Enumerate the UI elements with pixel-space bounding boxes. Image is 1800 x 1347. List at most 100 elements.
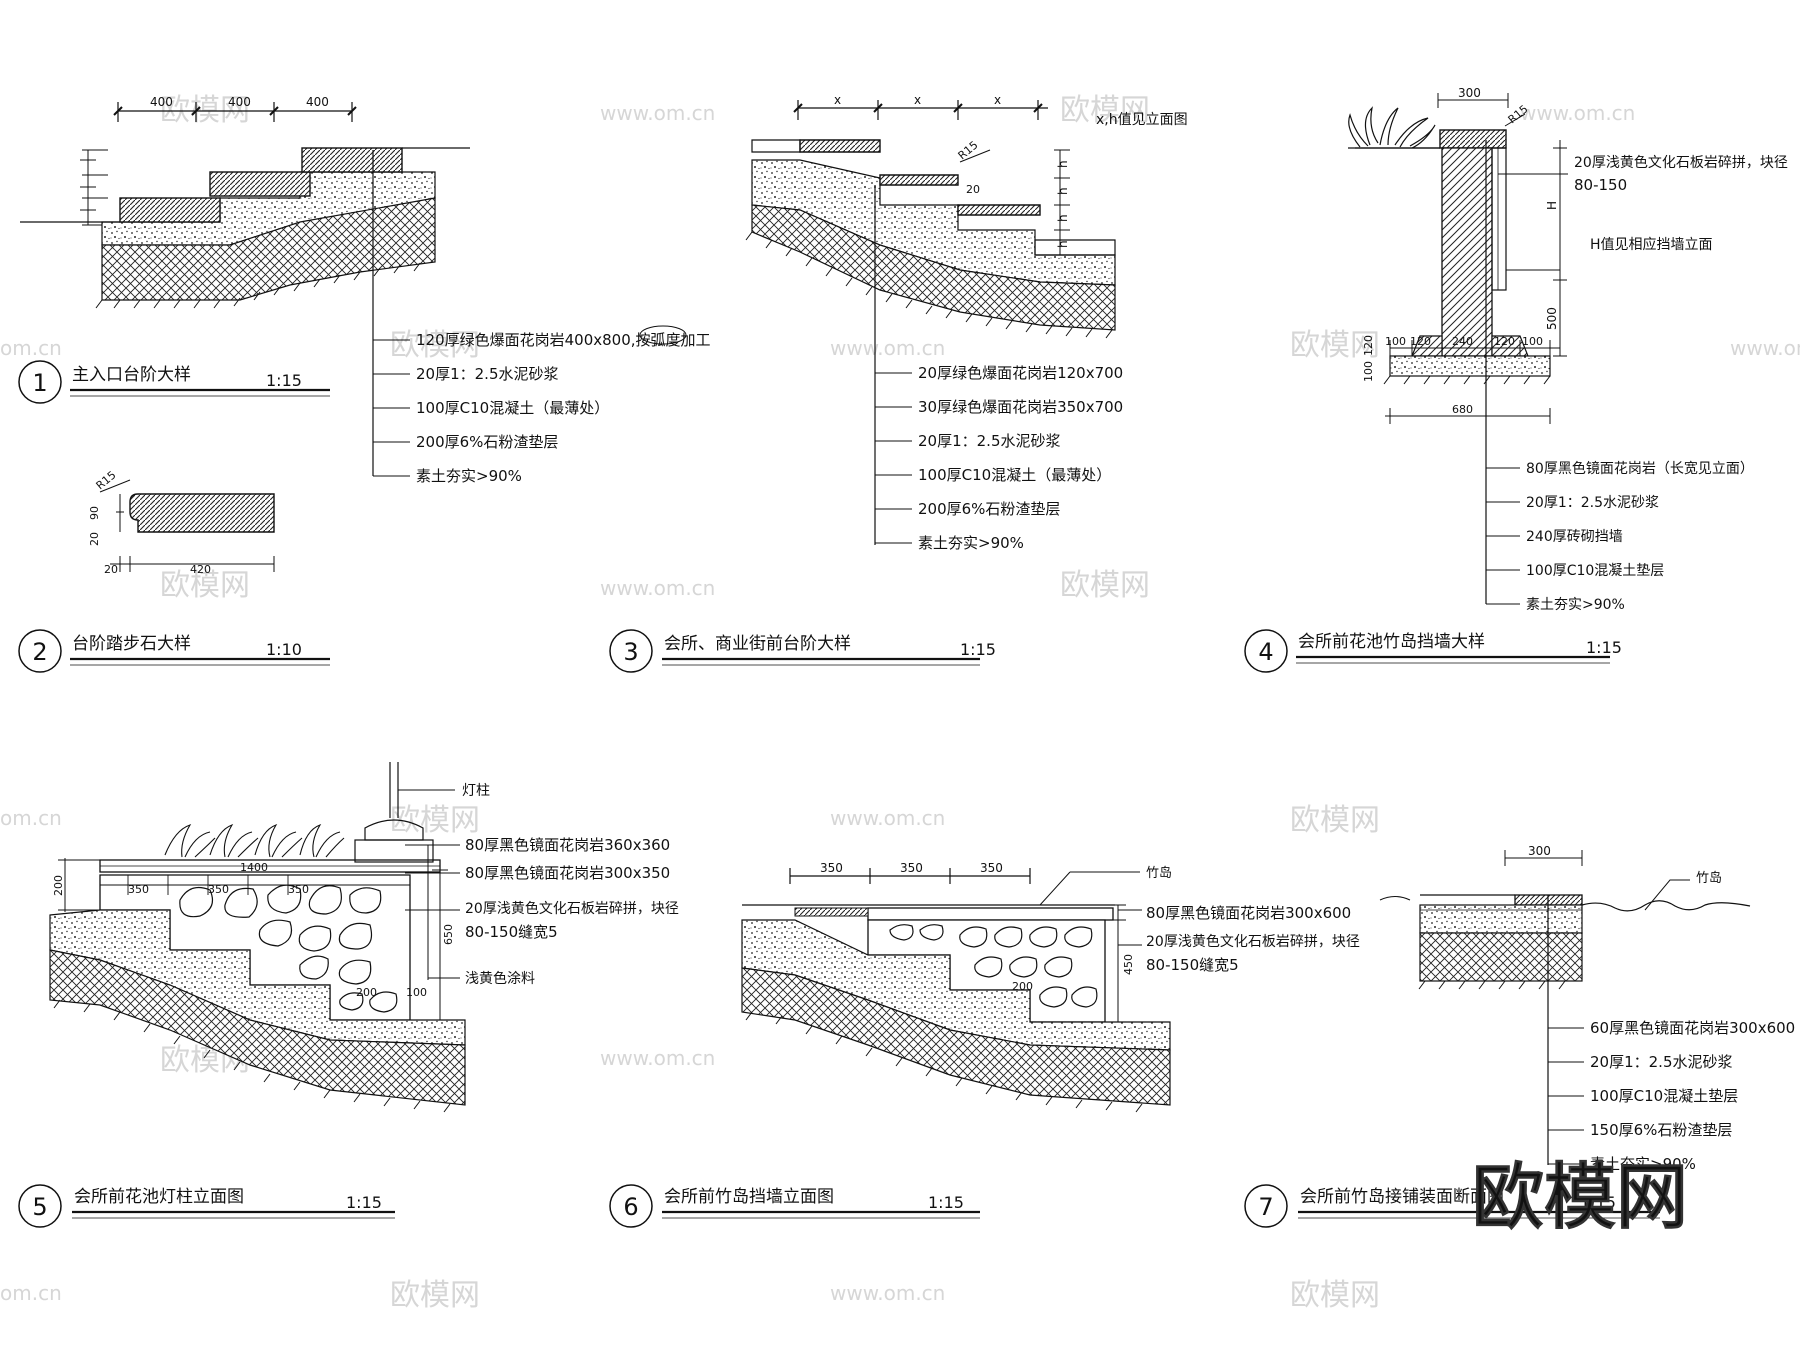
layer-note: H值见相应挡墙立面 [1590, 236, 1713, 253]
layer-note: 80-150 [1574, 176, 1627, 194]
detail-scale: 1:15 [1580, 1193, 1616, 1212]
detail-2: R15 90 20 20 420 2 台阶踏步石大样 1:10 [18, 468, 330, 673]
detail-title: 会所前花池竹岛挡墙大样 [1298, 632, 1485, 652]
dim-label: 120 [1410, 335, 1431, 348]
layer-note: 60厚黑色镜面花岗岩300x600 [1590, 1019, 1795, 1037]
watermark-brand: 欧模网 [1060, 93, 1150, 128]
dim-label: 350 [288, 883, 309, 896]
dim-label: 20 [104, 563, 118, 576]
detail-scale: 1:15 [1586, 638, 1622, 657]
layer-note: 素土夯实>90% [918, 534, 1024, 552]
dim-label: x [914, 93, 921, 107]
watermark-url: www.om.cn [1730, 336, 1800, 360]
layer-note: 100厚C10混凝土垫层 [1590, 1087, 1738, 1105]
dim-label: 400 [228, 95, 251, 109]
layer-note: 100厚C10混凝土（最薄处） [918, 466, 1111, 484]
dim-label: 100 [1385, 335, 1406, 348]
watermark-brand: 欧模网 [390, 328, 480, 363]
detail-number: 3 [623, 638, 638, 666]
layer-note: 80厚黑色镜面花岗岩360x360 [465, 836, 670, 854]
layer-note: 20厚1：2.5水泥砂浆 [1526, 495, 1659, 511]
lamp-post-icon [364, 819, 424, 841]
dim-label: 240 [1452, 335, 1473, 348]
watermark-brand: 欧模网 [1290, 803, 1380, 838]
layer-note: 120厚绿色爆面花岗岩400x800,按弧度加工 [416, 331, 711, 349]
layer-note: 素土夯实>90% [416, 467, 522, 485]
watermark-edge: om.cn [0, 1281, 62, 1305]
dim-label: 680 [1452, 403, 1473, 416]
layer-note: 20厚浅黄色文化石板岩碎拼，块径 [1574, 154, 1788, 171]
detail-1: 400 400 400 [18, 95, 711, 485]
dim-label: x [834, 93, 841, 107]
dim-label: 100 [406, 986, 427, 999]
layer-note: 20厚1：2.5水泥砂浆 [1590, 1053, 1733, 1071]
detail-7: 300 竹岛 60厚黑色镜面花岗岩300x600 20厚1：2.5水泥砂浆 10… [1244, 844, 1795, 1228]
dim-label: 120 [1362, 335, 1375, 356]
detail-number: 1 [32, 369, 47, 397]
detail-scale: 1:10 [266, 640, 302, 659]
layer-note: 20厚1：2.5水泥砂浆 [416, 365, 559, 383]
dim-label: 200 [52, 875, 65, 896]
watermark-brand: 欧模网 [390, 1278, 480, 1313]
dim-label: h [1056, 240, 1070, 248]
watermark-url: www.om.cn [1520, 101, 1635, 125]
detail-number-circle [18, 629, 62, 673]
dim-label: 350 [980, 861, 1003, 875]
detail-scale: 1:15 [960, 640, 996, 659]
dim-label: H [1545, 201, 1559, 210]
watermark-edge: om.cn [0, 336, 62, 360]
detail-scale: 1:15 [346, 1193, 382, 1212]
layer-note: 80-150缝宽5 [1146, 956, 1239, 974]
detail-3: x x x x,h值见立面图 h h h h R15 20 [609, 93, 1188, 673]
dim-label: 400 [306, 95, 329, 109]
dim-label: 350 [820, 861, 843, 875]
detail-number-circle [609, 629, 653, 673]
dim-label: h [1056, 187, 1070, 195]
watermark-brand: 欧模网 [390, 803, 480, 838]
dim-label: 200 [1012, 980, 1033, 993]
detail-title: 台阶踏步石大样 [72, 634, 191, 654]
dim-label: 350 [128, 883, 149, 896]
detail-4: 300 R15 H 500 [1244, 86, 1788, 673]
detail-6: 350 350 350 竹岛 [609, 861, 1360, 1228]
dim-label: 650 [442, 924, 455, 945]
plant-icon [164, 823, 345, 858]
layer-note: 80厚黑色镜面花岗岩（长宽见立面） [1526, 460, 1754, 477]
watermark-url: www.om.cn [830, 336, 945, 360]
watermark-brand: 欧模网 [1290, 1278, 1380, 1313]
layer-note: 20厚1：2.5水泥砂浆 [918, 432, 1061, 450]
dim-note: x,h值见立面图 [1096, 112, 1188, 128]
detail-number: 7 [1258, 1193, 1273, 1221]
layer-note: 20厚绿色爆面花岗岩120x700 [918, 364, 1123, 382]
dim-label: 200 [356, 986, 377, 999]
layer-note: 灯柱 [462, 783, 490, 799]
dim-label: x [994, 93, 1001, 107]
layer-note: 竹岛 [1146, 865, 1172, 881]
dim-label: 400 [150, 95, 173, 109]
layer-note: 100厚C10混凝土（最薄处） [416, 399, 609, 417]
detail-number: 4 [1258, 638, 1273, 666]
layer-note: 200厚6%石粉渣垫层 [918, 500, 1060, 518]
detail-number: 2 [32, 638, 47, 666]
watermark-logo: 欧模网 [1472, 1155, 1688, 1239]
detail-5: 灯柱 1400 [18, 762, 679, 1228]
dim-label: R15 [94, 468, 119, 492]
detail-title: 会所前花池灯柱立面图 [74, 1187, 244, 1207]
dim-label: h [1056, 214, 1070, 222]
dim-label: 300 [1528, 844, 1551, 858]
watermark-brand: 欧模网 [160, 568, 250, 603]
detail-scale: 1:15 [266, 371, 302, 390]
dim-label: 500 [1545, 307, 1559, 330]
layer-note: 20厚浅黄色文化石板岩碎拼，块径 [465, 900, 679, 917]
watermark-edge: om.cn [0, 806, 62, 830]
dim-label: 450 [1122, 954, 1135, 975]
watermark-brand: 欧模网 [1290, 328, 1380, 363]
layer-note: 80厚黑色镜面花岗岩300x600 [1146, 904, 1351, 922]
dim-label: 90 [88, 506, 101, 520]
detail-number-circle [1244, 1184, 1288, 1228]
layer-note: 150厚6%石粉渣垫层 [1590, 1121, 1732, 1139]
dim-label: 20 [88, 532, 101, 546]
watermark-url: www.om.cn [830, 1281, 945, 1305]
layer-note: 素土夯实>90% [1526, 597, 1625, 613]
detail-title: 主入口台阶大样 [72, 365, 191, 385]
